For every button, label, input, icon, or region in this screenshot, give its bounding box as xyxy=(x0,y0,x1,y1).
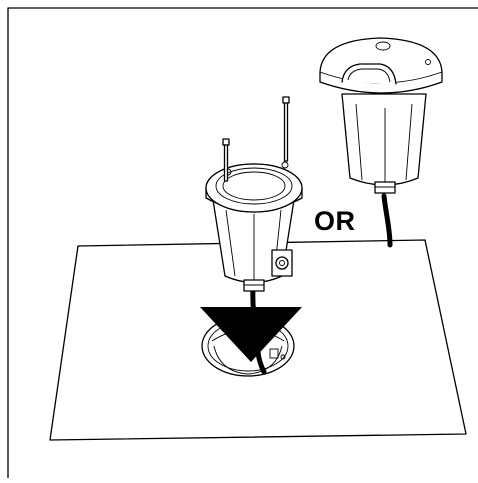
frame-border xyxy=(7,7,478,479)
screw-icon xyxy=(282,96,290,162)
rear-cable xyxy=(381,193,393,248)
front-cable xyxy=(250,285,267,375)
recessed-ground-light-icon xyxy=(205,161,303,292)
recessed-ground-light-icon xyxy=(319,37,443,194)
screw-icon xyxy=(222,138,230,182)
down-arrow-icon xyxy=(200,307,302,362)
or-label: OR xyxy=(314,206,356,236)
